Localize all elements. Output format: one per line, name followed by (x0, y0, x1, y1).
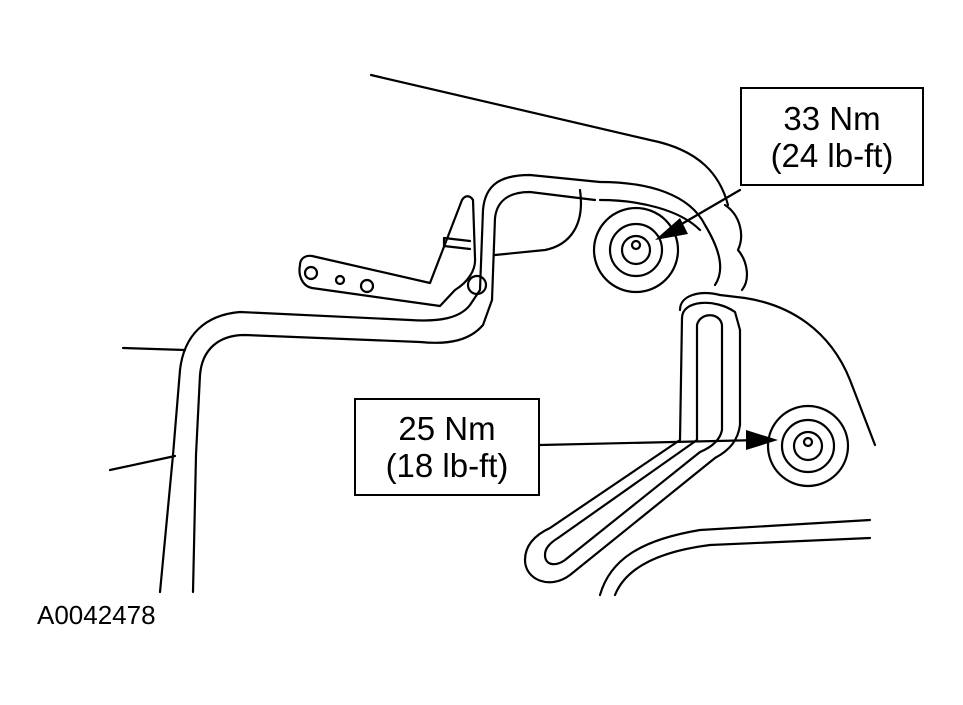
lower-bolt-washer (780, 418, 836, 474)
lower-bolt-washer-outer (766, 404, 850, 488)
edge-line-1 (121, 346, 187, 352)
lower-torque-callout: 25 Nm (18 lb-ft) (354, 398, 540, 496)
upper-bolt-washer (608, 222, 664, 278)
hinge-pin (442, 236, 472, 251)
upper-bolt-washer-outer (592, 206, 680, 294)
lower-torque-imperial: (18 lb-ft) (385, 447, 509, 484)
slot-plate-outer (678, 292, 877, 447)
hinge-hole-2 (334, 274, 346, 286)
spring-edge (723, 203, 748, 292)
lower-torque-metric: 25 Nm (398, 410, 496, 447)
lower-leader-line (538, 438, 762, 447)
edge-line-2 (108, 454, 177, 472)
upper-leader-arrowhead (655, 218, 688, 240)
adjustment-slot-inner (543, 314, 724, 566)
upper-bolt-socket (630, 239, 642, 251)
frame-pillar-outer (158, 173, 602, 594)
figure-id: A0042478 (37, 600, 156, 630)
hinge-bracket-edge (598, 198, 702, 232)
slot-plate-lower-edge-2 (613, 536, 872, 597)
body-panel-line (369, 73, 730, 207)
slot-plate-lower-edge (598, 518, 872, 597)
hinge-hole-1 (303, 265, 319, 281)
upper-torque-metric: 33 Nm (783, 99, 881, 137)
adjustment-slot-outer (523, 301, 742, 584)
upper-bolt-head (620, 234, 652, 266)
upper-torque-imperial: (24 lb-ft) (770, 136, 894, 174)
upper-torque-callout: 33 Nm (24 lb-ft) (740, 87, 924, 186)
frame-pillar-inner (191, 190, 597, 594)
lower-bolt-head (792, 430, 824, 462)
hinge-bracket-inner (493, 188, 583, 257)
hinge-hole-3 (359, 278, 375, 294)
hinge-bracket (598, 180, 722, 287)
lower-bolt-socket (802, 436, 814, 448)
lower-leader-arrowhead (746, 430, 778, 450)
hinge-pivot (466, 274, 488, 296)
hinge-arm (298, 195, 477, 308)
